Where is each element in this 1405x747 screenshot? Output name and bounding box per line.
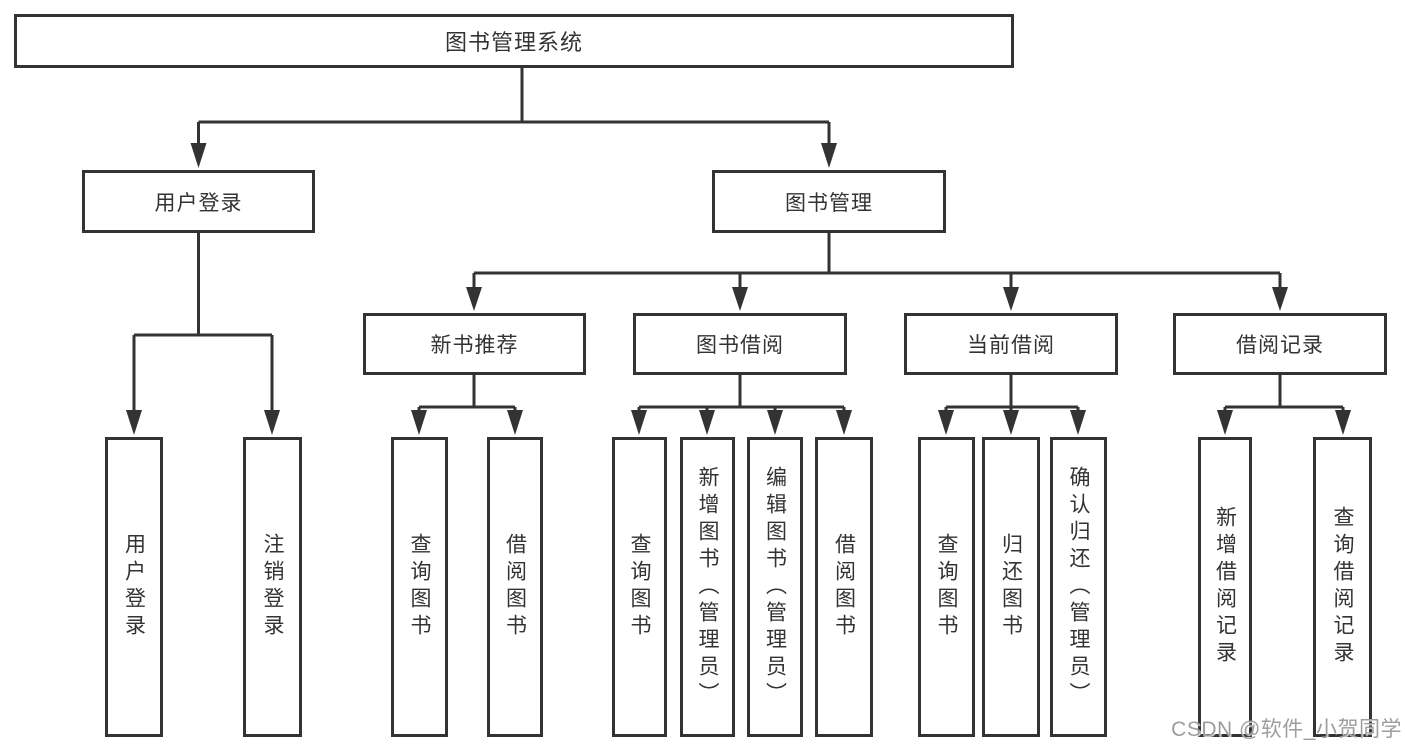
arrowheads-leaf-row [411, 410, 1351, 435]
node-label: 新书推荐 [430, 334, 519, 357]
leaf-add-borrow-record: 新增借阅记录 [1198, 437, 1252, 737]
connector-book-borrow-to-leaves [637, 375, 846, 412]
leaf-edit-books-admin: 编辑图书（管理员） [747, 437, 803, 737]
connector-current-borrow-to-leaves [944, 375, 1080, 412]
watermark: CSDN @软件_小贺同学 [1171, 718, 1402, 741]
node-label: 新增图书（管理员） [696, 465, 719, 709]
connector-book-management-to-level3 [472, 233, 1282, 289]
node-label: 归还图书 [999, 533, 1023, 641]
arrowheads-level2 [190, 143, 837, 168]
leaf-borrow-books-recommend: 借阅图书 [487, 437, 543, 737]
arrowheads-user-login-leaves [126, 410, 280, 435]
node-label: 新增借阅记录 [1213, 506, 1237, 668]
leaf-query-borrow-record: 查询借阅记录 [1313, 437, 1372, 737]
node-label: 查询图书 [628, 533, 651, 641]
node-label: 查询图书 [935, 533, 958, 641]
leaf-query-books-borrow: 查询图书 [612, 437, 667, 737]
node-label: 确认归还（管理员） [1067, 465, 1090, 709]
connector-new-book-to-leaves [417, 375, 517, 412]
leaf-logout: 注销登录 [243, 437, 302, 737]
leaf-add-books-admin: 新增图书（管理员） [680, 437, 735, 737]
node-label: 查询借阅记录 [1331, 506, 1354, 668]
node-user-login: 用户登录 [82, 170, 315, 233]
arrowheads-level3 [466, 287, 1288, 311]
node-new-book-recommendation: 新书推荐 [363, 313, 586, 375]
leaf-user-login: 用户登录 [105, 437, 163, 737]
connector-root-to-level2 [197, 68, 831, 146]
node-label: 图书借阅 [696, 334, 784, 357]
node-label: 用户登录 [122, 533, 146, 641]
leaf-query-books-current: 查询图书 [918, 437, 975, 737]
node-label: 查询图书 [408, 533, 431, 641]
leaf-confirm-return-admin: 确认归还（管理员） [1050, 437, 1107, 737]
node-label: 当前借阅 [967, 334, 1055, 357]
node-borrowing-records: 借阅记录 [1173, 313, 1387, 375]
node-book-borrowing: 图书借阅 [633, 313, 847, 375]
node-label: 借阅图书 [832, 533, 856, 641]
connector-user-login-to-leaves [132, 233, 274, 412]
node-label: 用户登录 [154, 191, 243, 215]
leaf-query-books-recommend: 查询图书 [391, 437, 448, 737]
node-label: 编辑图书（管理员） [763, 465, 787, 709]
leaf-borrow-books: 借阅图书 [815, 437, 873, 737]
node-label: 图书管理系统 [444, 30, 583, 55]
leaf-return-books: 归还图书 [982, 437, 1040, 737]
node-label: 图书管理 [785, 191, 873, 215]
node-label: 注销登录 [261, 533, 284, 641]
connector-borrow-records-to-leaves [1223, 375, 1345, 412]
node-label: 借阅图书 [503, 533, 527, 641]
node-current-borrowing: 当前借阅 [904, 313, 1118, 375]
node-library-management-system: 图书管理系统 [14, 14, 1014, 68]
node-label: 借阅记录 [1236, 334, 1324, 357]
node-book-management: 图书管理 [712, 170, 946, 233]
